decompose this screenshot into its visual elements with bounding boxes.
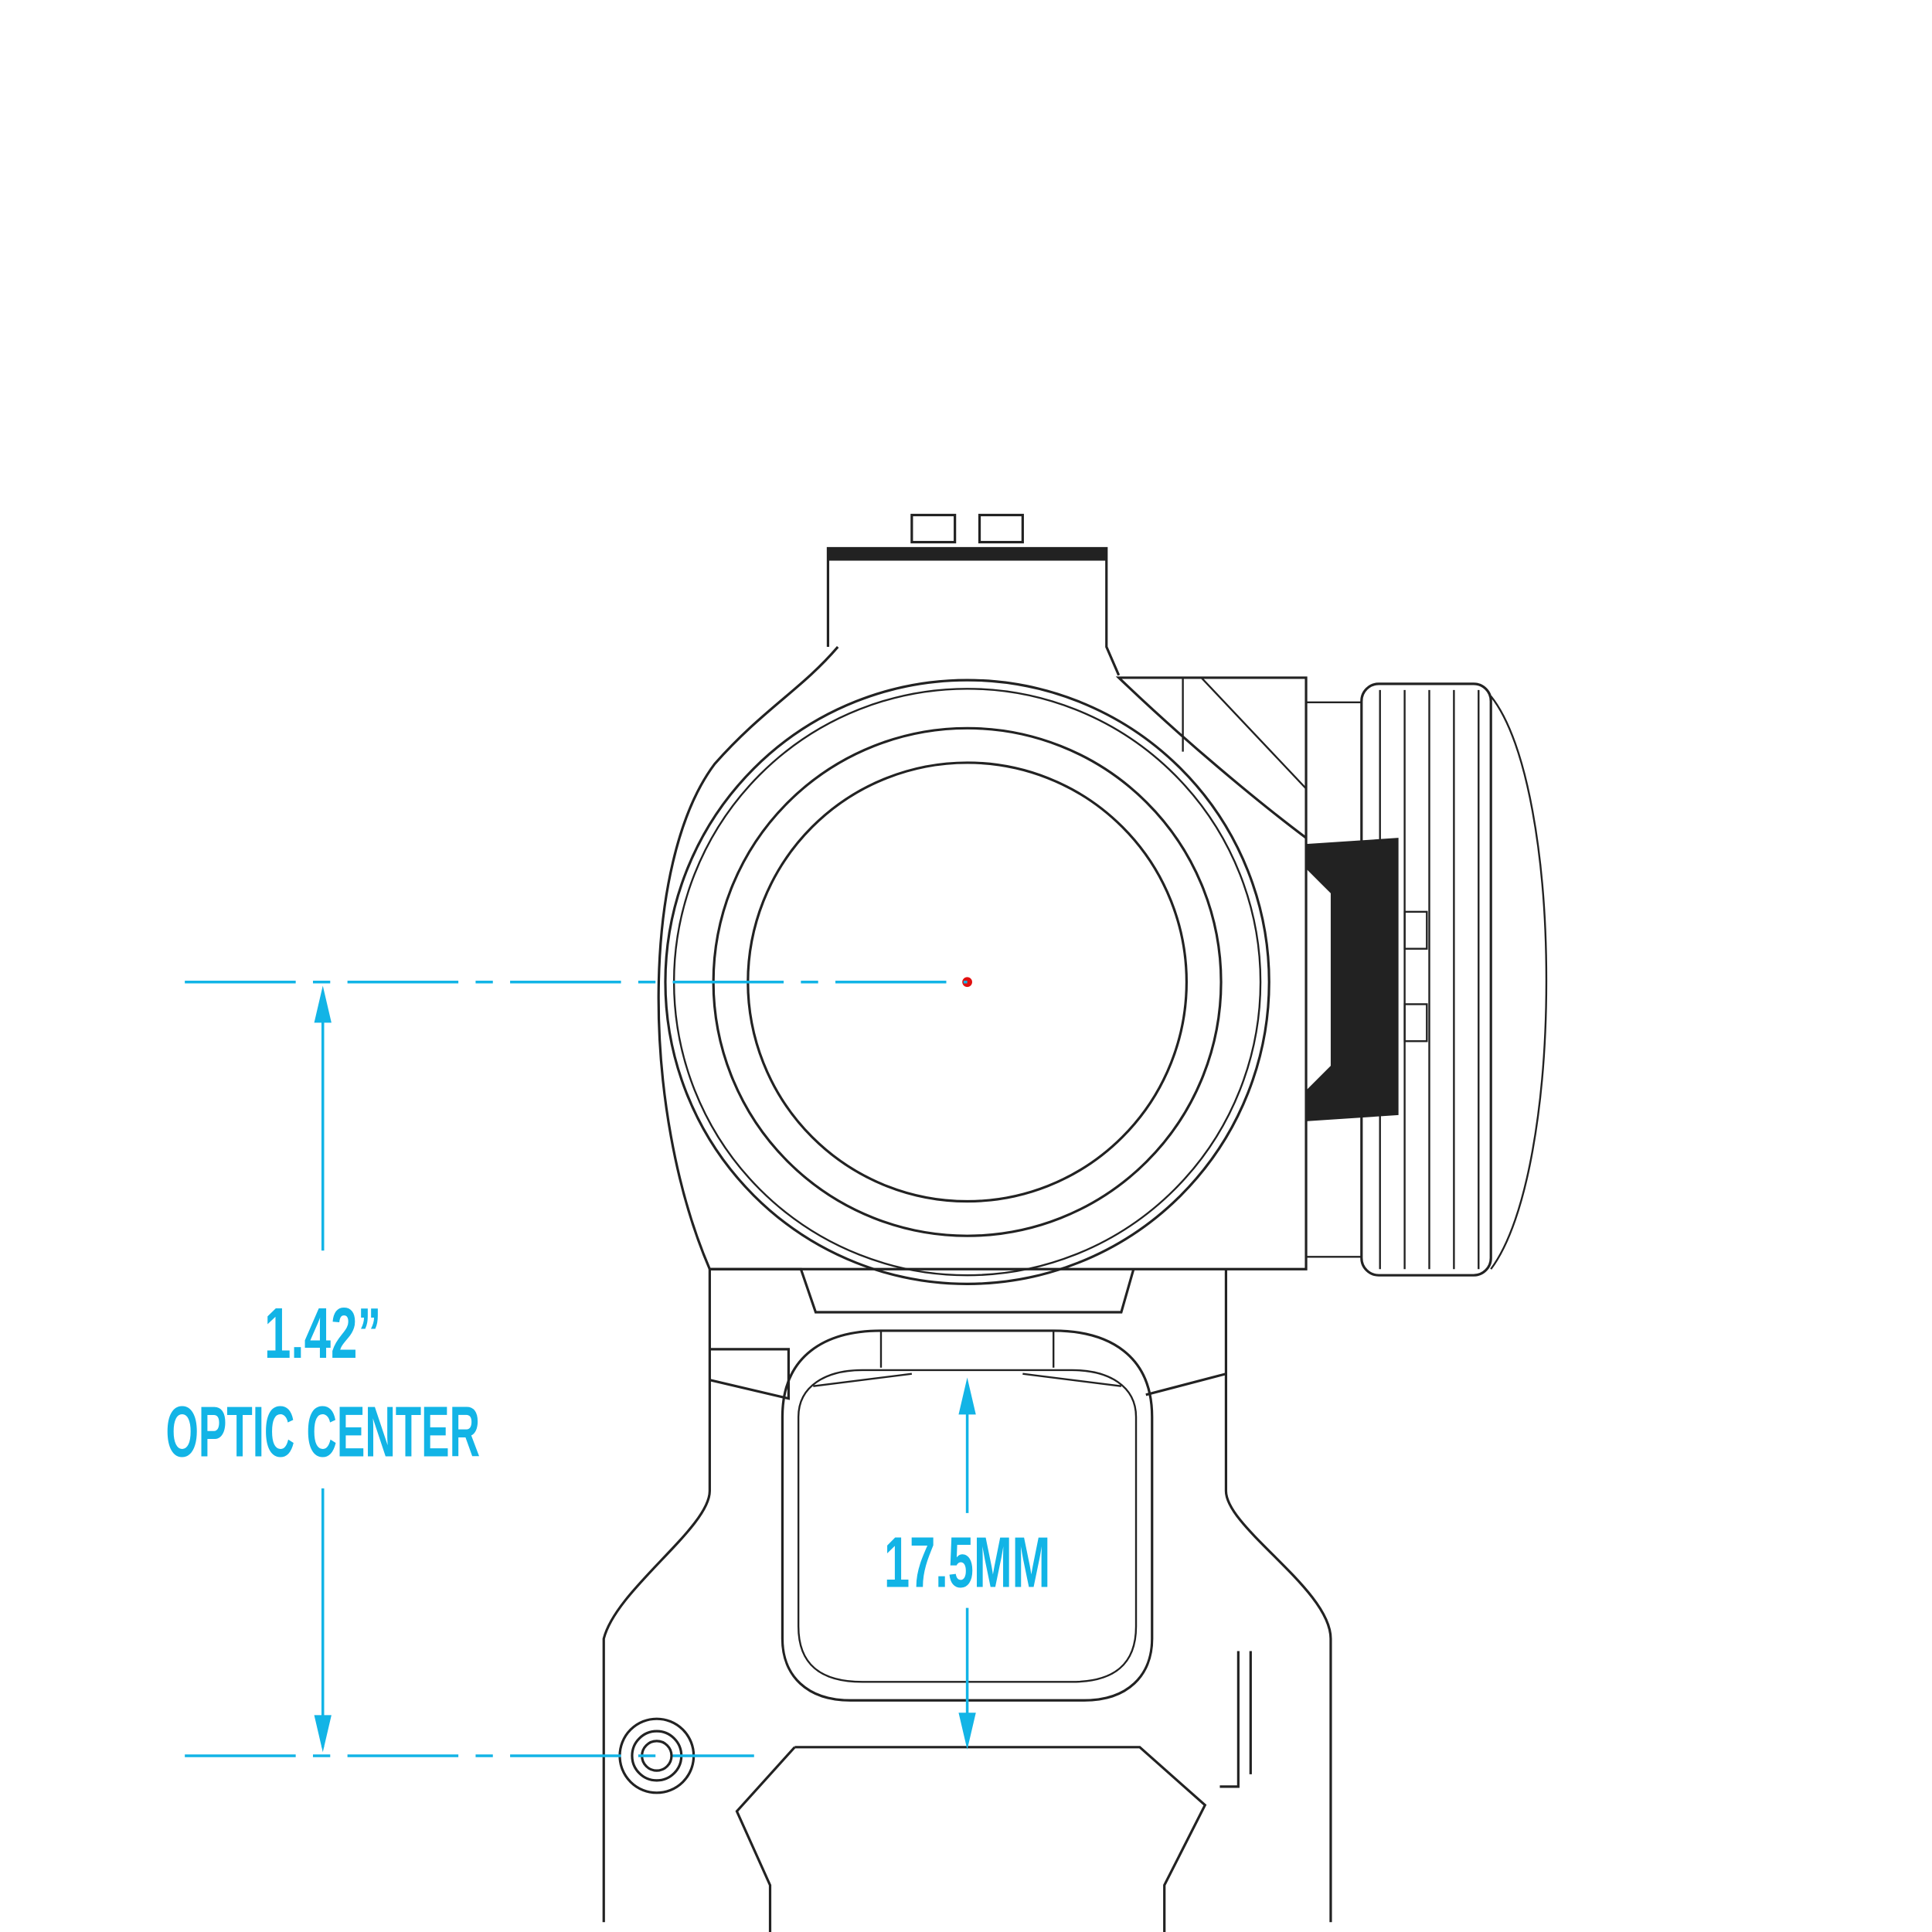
turret-cap xyxy=(1360,682,1548,1277)
top-tab-left xyxy=(910,513,957,544)
arrow-down-icon xyxy=(314,1715,332,1753)
top-housing xyxy=(826,546,1121,676)
mount xyxy=(602,1267,1332,1932)
objective-outer-ring xyxy=(664,679,1270,1285)
optic-center-dimension: 1.42” OPTIC CENTER xyxy=(165,980,968,1757)
arrow-up-icon xyxy=(314,985,332,1023)
adjustment-knob xyxy=(1306,838,1399,1121)
arrow-up-icon xyxy=(958,1377,976,1415)
optic-body xyxy=(657,513,1548,1285)
optic-height-label: OPTIC CENTER xyxy=(165,1392,480,1472)
window-height-dimension: 17.5MM xyxy=(884,1377,1050,1750)
window-height-value: 17.5MM xyxy=(884,1522,1050,1603)
arrow-down-icon xyxy=(958,1713,976,1750)
optic-height-value: 1.42” xyxy=(264,1293,381,1373)
window-cutout xyxy=(781,1329,1154,1702)
top-tab-right xyxy=(978,513,1024,544)
housing-outline xyxy=(657,646,1308,1270)
